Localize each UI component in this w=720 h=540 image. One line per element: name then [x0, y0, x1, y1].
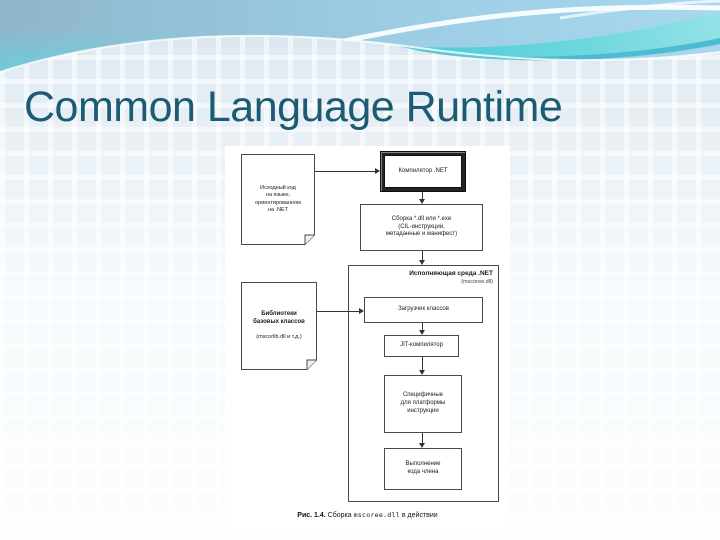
- execution-label: Выполнение кода члена: [405, 461, 441, 475]
- arrow-libs-to-loader-line: [317, 311, 359, 312]
- assembly-box: Сборка *.dll или *.exe (CIL-инструкции, …: [360, 204, 483, 251]
- figure-caption-text-post: в действии: [399, 512, 438, 519]
- figure-caption-number: Рис. 1.4.: [297, 512, 326, 519]
- class-loader-label: Загрузчик классов: [398, 306, 449, 313]
- platform-instructions-box: Специфичные для платформы инструкции: [384, 375, 462, 433]
- arrow-assembly-to-runtime-line: [422, 251, 423, 261]
- assembly-label: Сборка *.dll или *.exe (CIL-инструкции, …: [385, 215, 458, 238]
- arrow-source-to-compiler-line: [315, 171, 375, 172]
- arrow-platform-to-execution-head: [419, 443, 425, 448]
- compiler-box: Компилятор .NET: [380, 151, 466, 192]
- document-shape-icon: [241, 282, 317, 370]
- slide-title: Common Language Runtime: [24, 83, 563, 131]
- document-shape-icon: [241, 154, 315, 245]
- header-wave-decoration: [0, 0, 720, 73]
- runtime-environment-header: Исполняющая среда .NET (mscoree.dll): [409, 270, 493, 286]
- platform-instructions-label: Специфичные для платформы инструкции: [400, 392, 446, 414]
- arrow-loader-to-jit-line: [422, 323, 423, 330]
- jit-compiler-box: JIT-компилятор: [384, 335, 459, 357]
- base-class-libraries-subtitle: (mscorlib.dll и т.д.): [256, 333, 302, 340]
- arrow-platform-to-execution-line: [422, 433, 423, 443]
- class-loader-box: Загрузчик классов: [364, 297, 483, 323]
- arrow-source-to-compiler-head: [375, 168, 380, 174]
- runtime-environment-container: Исполняющая среда .NET (mscoree.dll): [348, 265, 499, 502]
- base-class-libraries-document-box: Библиотеки базовых классов (mscorlib.dll…: [241, 282, 317, 370]
- figure-caption: Рис. 1.4. Сборка mscoree.dll в действии: [225, 511, 510, 519]
- jit-compiler-label: JIT-компилятор: [400, 342, 443, 349]
- arrow-jit-to-platform-head: [419, 370, 425, 375]
- source-code-label: Исходный код на языке, ориентированном н…: [255, 185, 301, 213]
- clr-diagram: Исходный код на языке, ориентированном н…: [225, 146, 510, 528]
- runtime-environment-subtitle: (mscoree.dll): [461, 278, 493, 285]
- runtime-environment-title: Исполняющая среда .NET: [409, 270, 493, 277]
- base-class-libraries-title: Библиотеки базовых классов: [253, 311, 305, 325]
- figure-caption-code: mscoree.dll: [353, 511, 400, 519]
- execution-box: Выполнение кода члена: [384, 448, 462, 490]
- arrow-jit-to-platform-line: [422, 357, 423, 370]
- source-code-document-box: Исходный код на языке, ориентированном н…: [241, 154, 315, 245]
- arrow-compiler-to-assembly-head: [419, 199, 425, 204]
- arrow-compiler-to-assembly-line: [422, 192, 423, 200]
- arrow-assembly-to-runtime-head: [419, 260, 425, 265]
- arrow-libs-to-loader-head: [359, 308, 364, 314]
- arrow-loader-to-jit-head: [419, 330, 425, 335]
- figure-caption-text-pre: Сборка: [325, 512, 354, 519]
- compiler-label: Компилятор .NET: [398, 167, 448, 174]
